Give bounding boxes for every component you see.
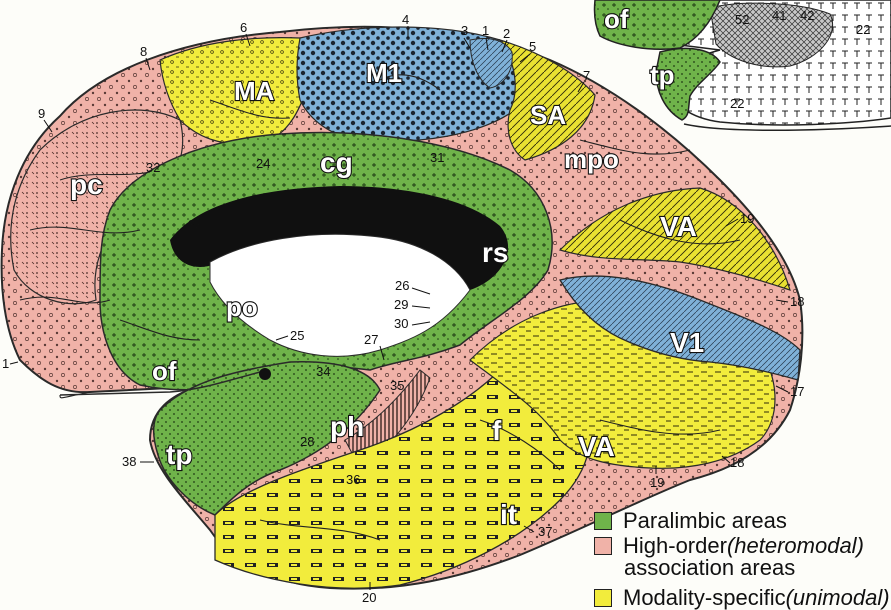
legend-modality-italic: (unimodal) <box>786 585 890 610</box>
num-18-bottom: 18 <box>730 455 744 470</box>
num-1-top: 1 <box>482 23 489 38</box>
num-3: 3 <box>461 23 468 38</box>
num-37: 37 <box>538 524 552 539</box>
num-2: 2 <box>503 26 510 41</box>
num-32: 32 <box>146 160 160 175</box>
label-po: po <box>226 292 258 322</box>
num-19-top: 19 <box>740 211 754 226</box>
label-VA-top: VA <box>660 211 697 242</box>
num-29: 29 <box>394 297 408 312</box>
num-41: 41 <box>772 8 786 23</box>
label-pc: pc <box>70 169 103 200</box>
swatch-high-order <box>594 537 612 555</box>
anterior-commissure-dot <box>259 368 271 380</box>
num-4: 4 <box>402 12 409 27</box>
num-28: 28 <box>300 434 314 449</box>
label-SA: SA <box>530 100 566 130</box>
num-9: 9 <box>38 106 45 121</box>
label-V1: V1 <box>670 327 704 358</box>
num-35: 35 <box>390 378 404 393</box>
swatch-modality <box>594 589 612 607</box>
num-52: 52 <box>735 12 749 27</box>
num-8: 8 <box>140 44 147 59</box>
label-it: it <box>500 499 517 530</box>
label-of-inset: of <box>604 4 629 34</box>
label-rs: rs <box>482 237 508 268</box>
label-f: f <box>492 415 502 446</box>
num-1-left: 1 <box>2 356 9 371</box>
label-M1: M1 <box>366 58 402 88</box>
num-18-top: 18 <box>790 294 804 309</box>
num-34: 34 <box>316 364 330 379</box>
num-27: 27 <box>364 332 378 347</box>
label-mpo: mpo <box>564 144 619 174</box>
num-38: 38 <box>122 454 136 469</box>
legend-modality-text: Modality-specific <box>623 585 786 610</box>
swatch-paralimbic <box>594 512 612 530</box>
label-of: of <box>152 356 177 386</box>
label-MA: MA <box>234 76 275 106</box>
num-5: 5 <box>529 39 536 54</box>
num-30: 30 <box>394 316 408 331</box>
num-19-bottom: 19 <box>650 475 664 490</box>
num-20: 20 <box>362 590 376 605</box>
num-6: 6 <box>240 20 247 35</box>
num-17: 17 <box>790 384 804 399</box>
legend-high-order-line2: association areas <box>594 556 795 580</box>
legend-paralimbic: Paralimbic areas <box>594 509 787 533</box>
legend-modality: Modality-specific(unimodal) <box>594 586 890 610</box>
num-7: 7 <box>583 68 590 83</box>
num-36: 36 <box>346 472 360 487</box>
num-42: 42 <box>800 8 814 23</box>
legend-high-order: High-order(heteromodal) association area… <box>594 534 864 580</box>
num-24: 24 <box>256 156 270 171</box>
num-22-bottom: 22 <box>730 96 744 111</box>
label-tp: tp <box>166 439 192 470</box>
num-33: 33 <box>188 217 202 232</box>
label-ph: ph <box>330 411 364 442</box>
num-26: 26 <box>395 278 409 293</box>
num-22-right: 22 <box>856 22 870 37</box>
num-25: 25 <box>290 328 304 343</box>
num-31: 31 <box>430 150 444 165</box>
label-VA-bottom: VA <box>578 431 615 462</box>
legend-paralimbic-text: Paralimbic areas <box>623 509 787 533</box>
label-cg: cg <box>320 147 353 178</box>
label-tp-inset: tp <box>650 60 675 90</box>
